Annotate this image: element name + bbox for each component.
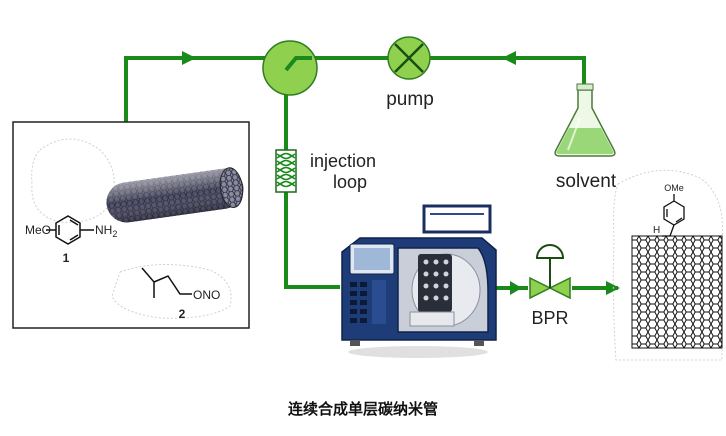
line-loop-to-reactor bbox=[284, 192, 340, 289]
compound-1-structure bbox=[46, 215, 94, 245]
product-ome: OMe bbox=[664, 183, 684, 193]
line-pump-to-solvent bbox=[430, 56, 586, 92]
solvent-label: solvent bbox=[556, 171, 617, 192]
flow-reactor-device bbox=[341, 204, 497, 358]
compound-1-number: 1 bbox=[63, 251, 70, 265]
arrow-right-icon bbox=[510, 281, 522, 295]
injection-valve bbox=[262, 40, 318, 96]
compound-2-number: 2 bbox=[179, 307, 186, 321]
loop-label: loop bbox=[333, 172, 367, 192]
injection-label: injection bbox=[310, 151, 376, 171]
line-left-loop bbox=[124, 56, 268, 122]
bpr-valve-icon bbox=[529, 244, 571, 300]
arrow-right-icon bbox=[182, 51, 196, 65]
compound-2-structure bbox=[141, 267, 192, 298]
compound-1-meo: MeO bbox=[25, 223, 51, 237]
solvent-flask-icon bbox=[554, 83, 616, 157]
arrow-left-icon bbox=[502, 51, 516, 65]
product-nanotube-structure bbox=[612, 169, 724, 361]
injection-loop-coil bbox=[275, 149, 297, 193]
product-hydrogen: H bbox=[653, 225, 660, 236]
figure-caption: 连续合成单层碳纳米管 bbox=[287, 400, 438, 418]
reactants-panel: MeO NH2 1 ONO 2 bbox=[12, 121, 250, 329]
pump-icon bbox=[387, 36, 431, 80]
bpr-label: BPR bbox=[531, 308, 568, 328]
compound-1-amine: NH2 bbox=[95, 223, 117, 239]
pump-label: pump bbox=[386, 89, 434, 110]
carbon-nanotube-icon bbox=[106, 167, 244, 223]
compound-2-ono: ONO bbox=[193, 288, 220, 302]
